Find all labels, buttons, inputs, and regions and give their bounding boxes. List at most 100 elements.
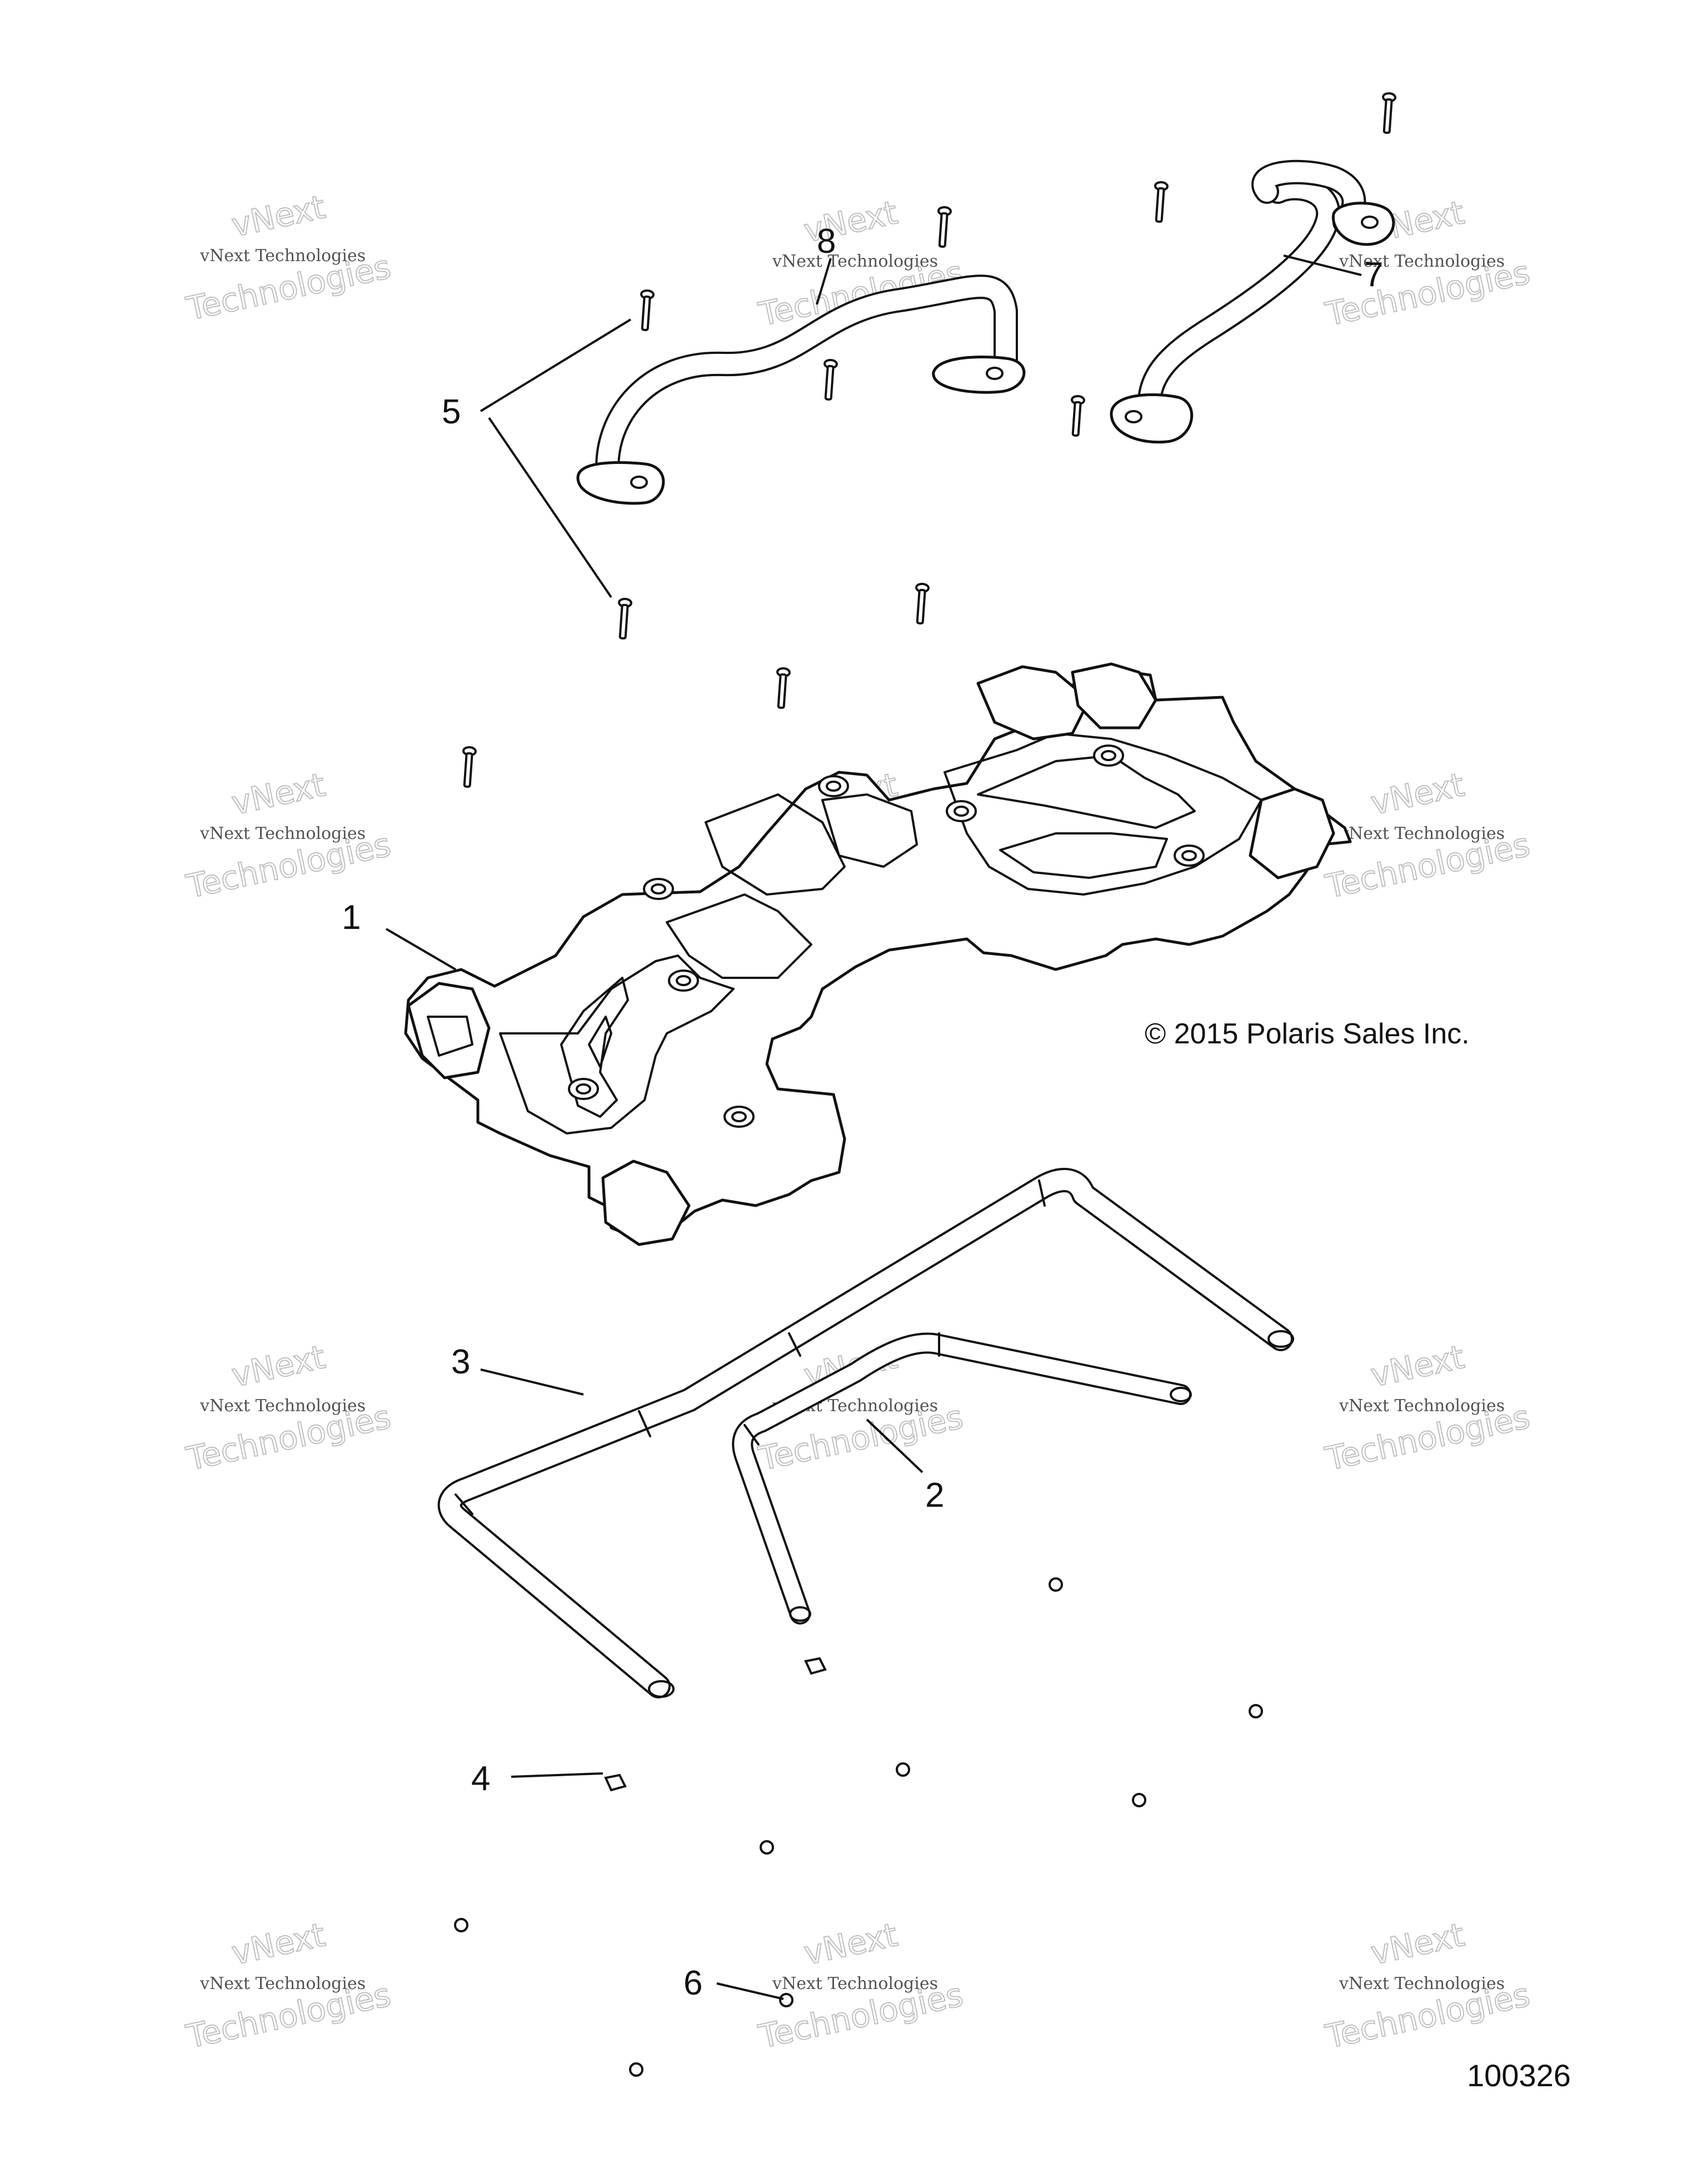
rear-bar-tube-fill xyxy=(440,1170,1291,1696)
screw-shank xyxy=(641,295,651,331)
screw xyxy=(776,667,791,709)
leader-lines xyxy=(385,254,1362,2000)
rack-deck-left-rail xyxy=(499,954,735,1135)
screw xyxy=(1382,92,1396,134)
screw-shank xyxy=(916,588,926,624)
watermark-group: vNext vNext Technologies Technologies vN… xyxy=(182,187,1534,2056)
callout-7: 7 xyxy=(1364,256,1383,294)
rack-deck-right-cutout-2 xyxy=(999,832,1168,879)
watermark-brand: vNext xyxy=(801,193,901,250)
watermark-brand: vNext xyxy=(801,1916,901,1972)
rack-deck-right-cutout xyxy=(977,754,1196,829)
watermark-mid-right: vNext vNext Technologies Technologies xyxy=(1321,765,1534,906)
watermark-bottom-left: vNext vNext Technologies Technologies xyxy=(182,1915,395,2056)
grab-handle-tube-fill xyxy=(597,277,1016,491)
watermark-brand: vNext xyxy=(228,766,328,822)
watermark-lower-left: vNext vNext Technologies Technologies xyxy=(182,1337,395,1478)
nut xyxy=(1049,1577,1063,1592)
figure-number: 100326 xyxy=(1467,2058,1571,2093)
rack-tab-left xyxy=(407,982,491,1079)
grab-handle-foot-hole xyxy=(1125,410,1142,423)
leader-line-1 xyxy=(385,928,457,971)
part-2-inner-bar xyxy=(732,1332,1192,1625)
mount-hole xyxy=(651,883,666,894)
mount-hole xyxy=(954,806,969,817)
callout-5: 5 xyxy=(442,393,461,431)
part-8-grab-handle-left xyxy=(576,274,1026,505)
watermark-brand: vNext xyxy=(228,188,328,244)
mount-hole xyxy=(1181,850,1197,861)
part-7-grab-handle-right xyxy=(1110,159,1395,444)
grab-handle-foot-hole xyxy=(630,476,648,489)
rack-deck-right-rail xyxy=(944,732,1262,896)
callout-1: 1 xyxy=(342,898,361,937)
clip xyxy=(604,1773,627,1792)
watermark-text: vNext Technologies xyxy=(199,1396,366,1416)
part-5-screws xyxy=(462,92,1396,788)
screw-shank xyxy=(777,673,787,709)
watermark-brand: vNext xyxy=(1367,766,1468,822)
leader-line-5a xyxy=(480,318,632,412)
screw xyxy=(823,358,838,401)
nut xyxy=(629,2062,643,2077)
watermark-brand: vNext xyxy=(228,1338,328,1395)
watermark-text: vNext Technologies xyxy=(772,1974,938,1993)
callout-4: 4 xyxy=(471,1760,490,1798)
mount-hole xyxy=(676,975,691,986)
screw-shank xyxy=(618,603,629,639)
leader-line-2 xyxy=(866,1418,924,1473)
grab-handle-foot-lower xyxy=(1110,393,1194,444)
rack-deck-left-cutout-inner xyxy=(588,1016,612,1068)
inner-bar-joint xyxy=(743,1424,760,1446)
watermark-bottom-center: vNext vNext Technologies Technologies xyxy=(755,1915,967,2056)
watermark-text: vNext Technologies xyxy=(772,252,938,271)
rack-tab-bottom xyxy=(601,1160,691,1246)
rack-center-box xyxy=(821,793,918,868)
rack-tab-top xyxy=(976,665,1091,741)
watermark-brand: vNext xyxy=(228,1916,328,1972)
screw-shank xyxy=(1382,98,1393,134)
grab-handle-foot-left xyxy=(576,461,665,505)
rack-center-channel-2 xyxy=(705,793,846,896)
inner-bar-end xyxy=(789,1606,811,1622)
watermark-text: vNext Technologies xyxy=(199,824,366,843)
screw-shank xyxy=(938,212,949,248)
rack-mount-holes xyxy=(568,744,1205,1128)
callout-3: 3 xyxy=(451,1343,470,1381)
inner-bar-end xyxy=(1170,1387,1192,1402)
mount-hole xyxy=(576,1083,591,1095)
watermark-brand: vNext xyxy=(1367,1916,1468,1972)
rack-tab-right xyxy=(1249,787,1335,879)
rear-bar-joint xyxy=(788,1332,801,1357)
part-6-nuts xyxy=(454,1577,1263,2077)
rear-bar-end xyxy=(648,1680,675,1698)
nut xyxy=(454,1918,468,1932)
callout-6: 6 xyxy=(683,1964,702,2002)
grab-handle-foot-right xyxy=(932,356,1026,394)
screw-shank xyxy=(463,752,473,788)
grab-handle-tube-fill xyxy=(1139,178,1339,427)
grab-handle-foot-hole xyxy=(986,367,1004,380)
part-1-cargo-rack xyxy=(404,662,1352,1246)
callout-2: 2 xyxy=(925,1476,944,1515)
screw-shank xyxy=(824,364,835,401)
nut xyxy=(1132,1793,1146,1807)
rack-body xyxy=(404,668,1352,1241)
watermark-text: vNext Technologies xyxy=(199,1974,366,1993)
screw xyxy=(1154,181,1169,223)
rack-tab-left-detail xyxy=(427,1016,473,1057)
rack-center-channel xyxy=(666,893,812,979)
callout-8: 8 xyxy=(817,222,836,261)
mount-hole xyxy=(826,781,841,792)
watermark-mid-left: vNext vNext Technologies Technologies xyxy=(182,765,395,906)
watermark-lower-right: vNext vNext Technologies Technologies xyxy=(1321,1337,1534,1478)
screw xyxy=(1071,394,1085,437)
watermark-text: vNext Technologies xyxy=(1339,824,1505,843)
screw-shank xyxy=(1155,187,1165,223)
watermark-text: vNext Technologies xyxy=(199,246,366,266)
leader-line-3 xyxy=(480,1368,584,1396)
mount-hole xyxy=(731,1111,747,1122)
mount-hole xyxy=(1101,750,1116,761)
copyright-notice: © 2015 Polaris Sales Inc. xyxy=(1145,1018,1470,1050)
